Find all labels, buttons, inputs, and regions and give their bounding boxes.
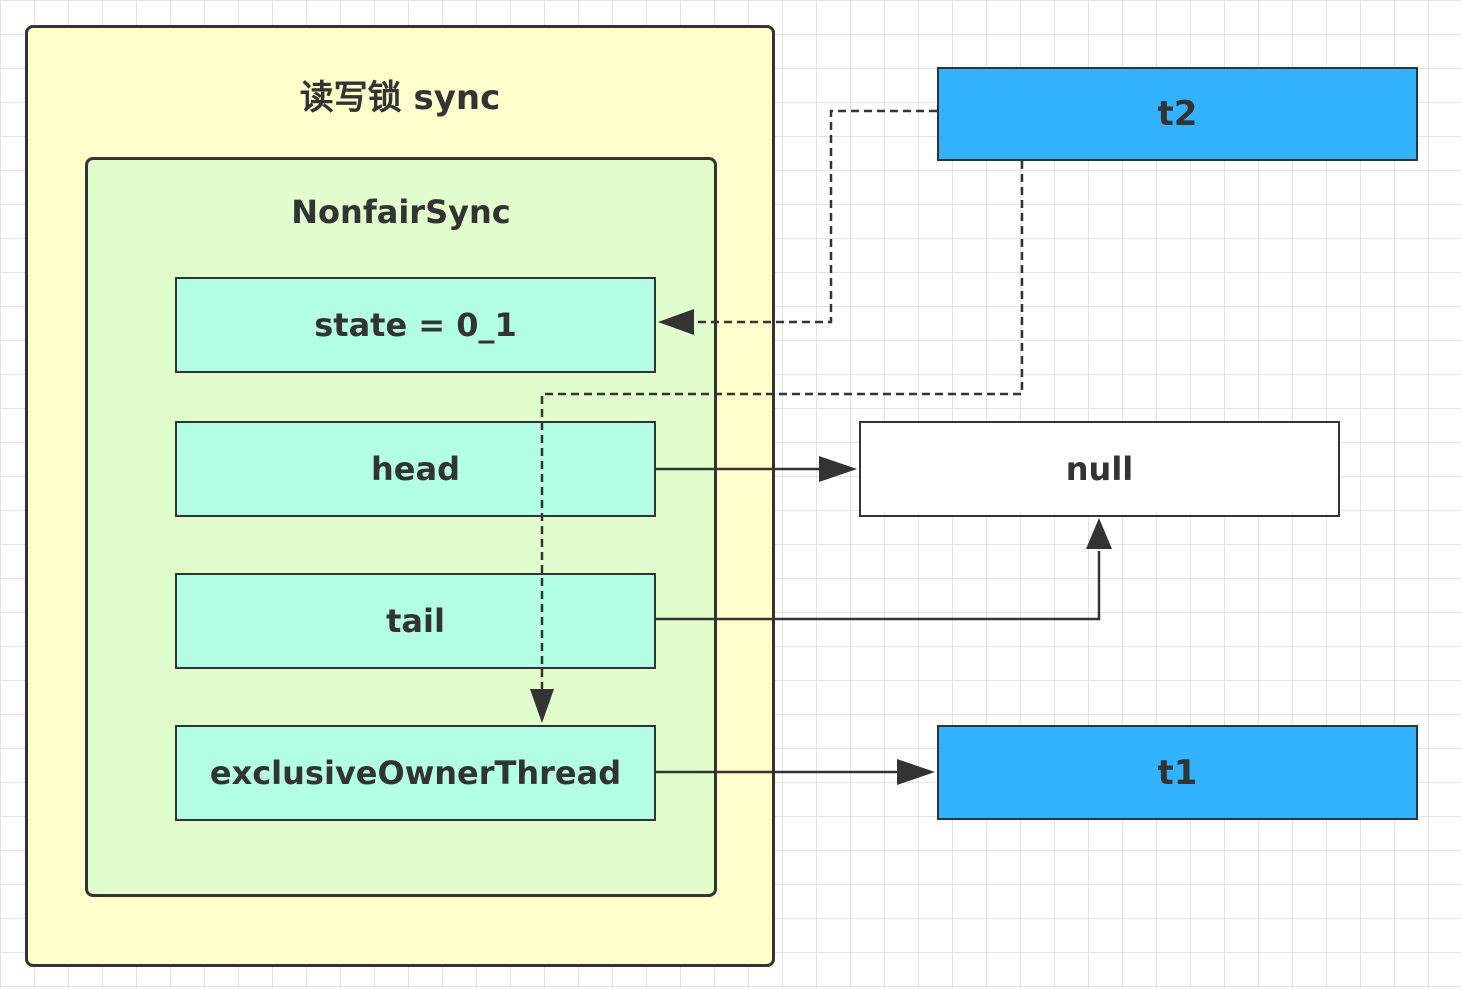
state-field[interactable]: state = 0_1 — [175, 277, 656, 373]
head-to-null-arrowhead — [819, 456, 857, 482]
tail-to-null-arrowhead — [1086, 518, 1112, 549]
head-field-label: head — [371, 450, 460, 488]
owner-to-t1-arrowhead — [897, 759, 935, 785]
sync-title: 读写锁 sync — [299, 78, 501, 118]
null-label: null — [1065, 450, 1134, 488]
null-node[interactable]: null — [859, 421, 1340, 517]
t2-label: t2 — [1157, 94, 1198, 134]
t1-label: t1 — [1157, 752, 1198, 793]
tail-field-label: tail — [386, 602, 445, 640]
tail-field[interactable]: tail — [175, 573, 656, 669]
t1-node[interactable]: t1 — [937, 725, 1418, 820]
exclusive-owner-thread-field[interactable]: exclusiveOwnerThread — [175, 725, 656, 821]
t2-node[interactable]: t2 — [937, 67, 1418, 161]
exclusive-owner-thread-label: exclusiveOwnerThread — [209, 754, 622, 792]
state-field-label: state = 0_1 — [314, 306, 517, 344]
head-field[interactable]: head — [175, 421, 656, 517]
nonfair-sync-title: NonfairSync — [291, 193, 511, 231]
